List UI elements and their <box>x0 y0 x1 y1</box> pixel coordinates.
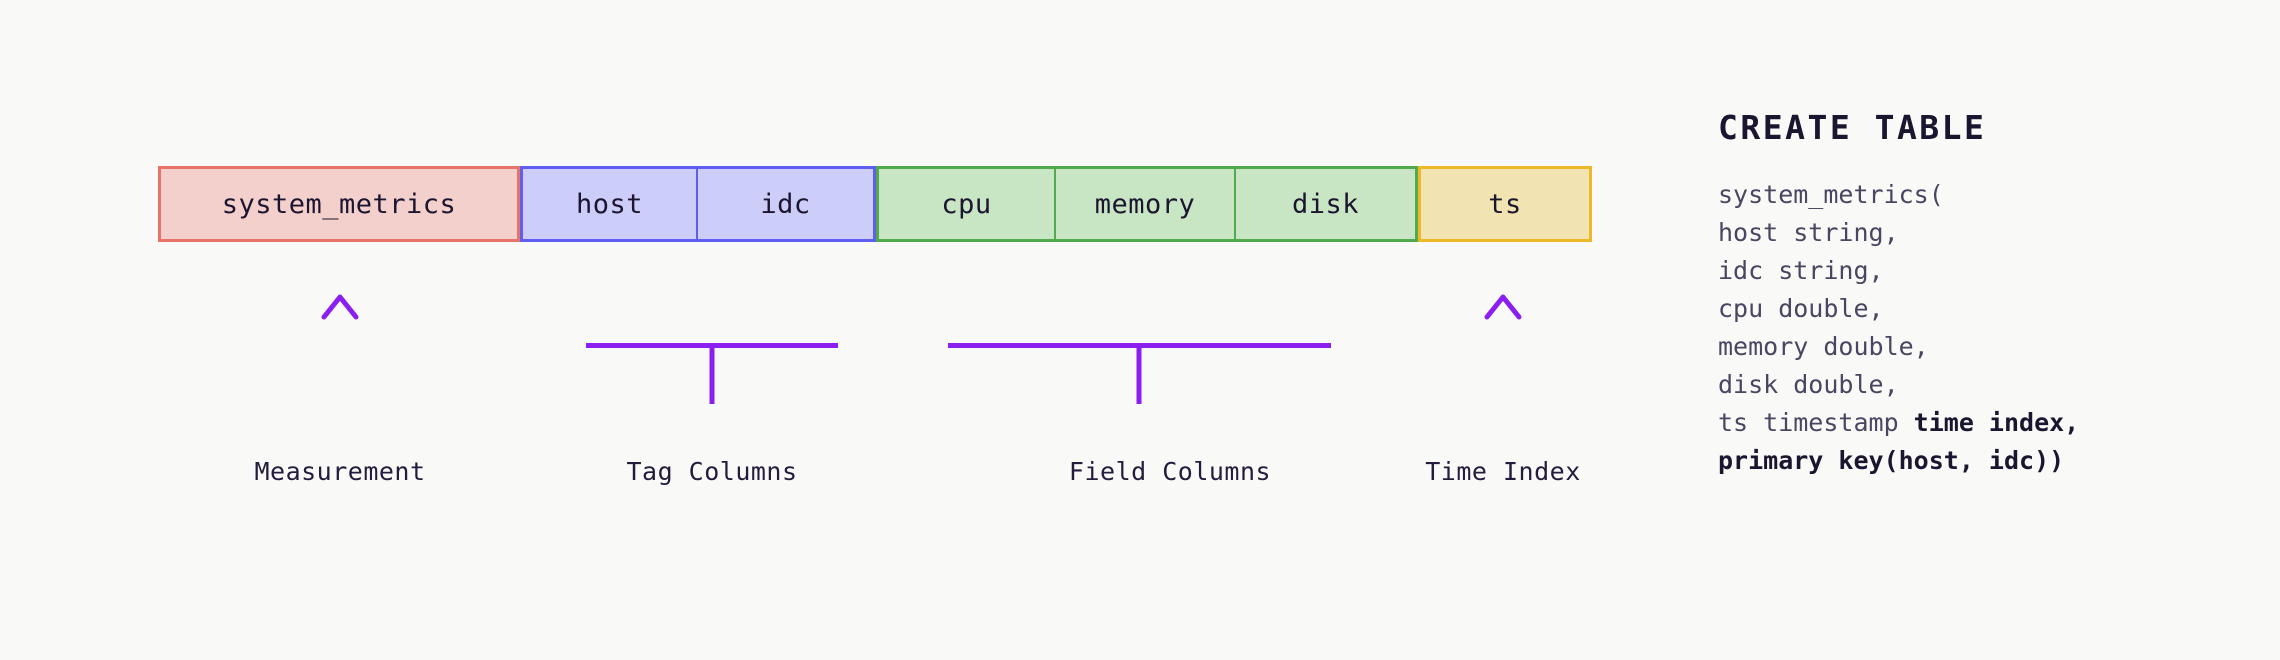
sql-text: ts timestamp <box>1718 408 1914 437</box>
schema-cell-label: cpu <box>941 188 992 220</box>
annotation-text: Measurement <box>254 457 426 486</box>
sql-statement-body: system_metrics(host string, idc string, cp… <box>1718 176 2238 480</box>
connector-bracket-field-columns <box>948 299 1331 404</box>
schema-cell-host[interactable]: host <box>520 166 698 242</box>
schema-cell-label: memory <box>1094 188 1196 220</box>
sql-heading: CREATE TABLE <box>1718 108 1987 147</box>
sql-line: host string, <box>1718 214 2238 252</box>
sql-line: disk double, <box>1718 366 2238 404</box>
sql-line: idc string, <box>1718 252 2238 290</box>
sql-text: host string, <box>1718 218 1899 247</box>
sql-text: memory double, <box>1718 332 1929 361</box>
sql-line: ts timestamp time index, <box>1718 404 2238 442</box>
sql-text: idc string, <box>1718 256 1884 285</box>
sql-text: cpu double, <box>1718 294 1884 323</box>
sql-line: cpu double, <box>1718 290 2238 328</box>
sql-text: disk double, <box>1718 370 1899 399</box>
sql-line: memory double, <box>1718 328 2238 366</box>
schema-cell-label: system_metrics <box>221 188 457 220</box>
sql-keyword: time index, <box>1913 408 2080 437</box>
schema-cell-cpu[interactable]: cpu <box>876 166 1056 242</box>
schema-cell-idc[interactable]: idc <box>698 166 876 242</box>
sql-panel: CREATE TABLE system_metrics(host string,… <box>1718 108 2238 480</box>
schema-cell-label: host <box>575 188 644 220</box>
annotation-text: Tag Columns <box>626 457 798 486</box>
schema-bar: system_metrics host idc cpu memory disk … <box>158 166 1592 242</box>
schema-cell-label: idc <box>760 188 811 220</box>
schema-cell-ts[interactable]: ts <box>1418 166 1592 242</box>
annotation-text: Time Index <box>1425 457 1581 486</box>
annotation-label-tag-columns: Tag Columns <box>626 457 797 486</box>
schema-cell-label: disk <box>1291 188 1360 220</box>
schema-cell-memory[interactable]: memory <box>1056 166 1236 242</box>
sql-text: system_metrics( <box>1718 180 1944 209</box>
connector-arrow-time-index <box>1484 294 1522 415</box>
schema-cell-disk[interactable]: disk <box>1236 166 1418 242</box>
annotation-label-measurement: Measurement <box>254 457 425 486</box>
annotation-label-time-index: Time Index <box>1425 457 1581 486</box>
schema-cell-measurement[interactable]: system_metrics <box>158 166 520 242</box>
annotation-label-field-columns: Field Columns <box>1069 457 1271 486</box>
sql-keyword: primary key(host, idc)) <box>1718 446 2065 475</box>
sql-line: primary key(host, idc)) <box>1718 442 2238 480</box>
connector-bracket-tag-columns <box>586 299 838 404</box>
connector-arrow-measurement <box>321 294 359 415</box>
annotation-text: Field Columns <box>1068 457 1272 486</box>
sql-line: system_metrics( <box>1718 176 2238 214</box>
schema-cell-label: ts <box>1488 188 1522 220</box>
